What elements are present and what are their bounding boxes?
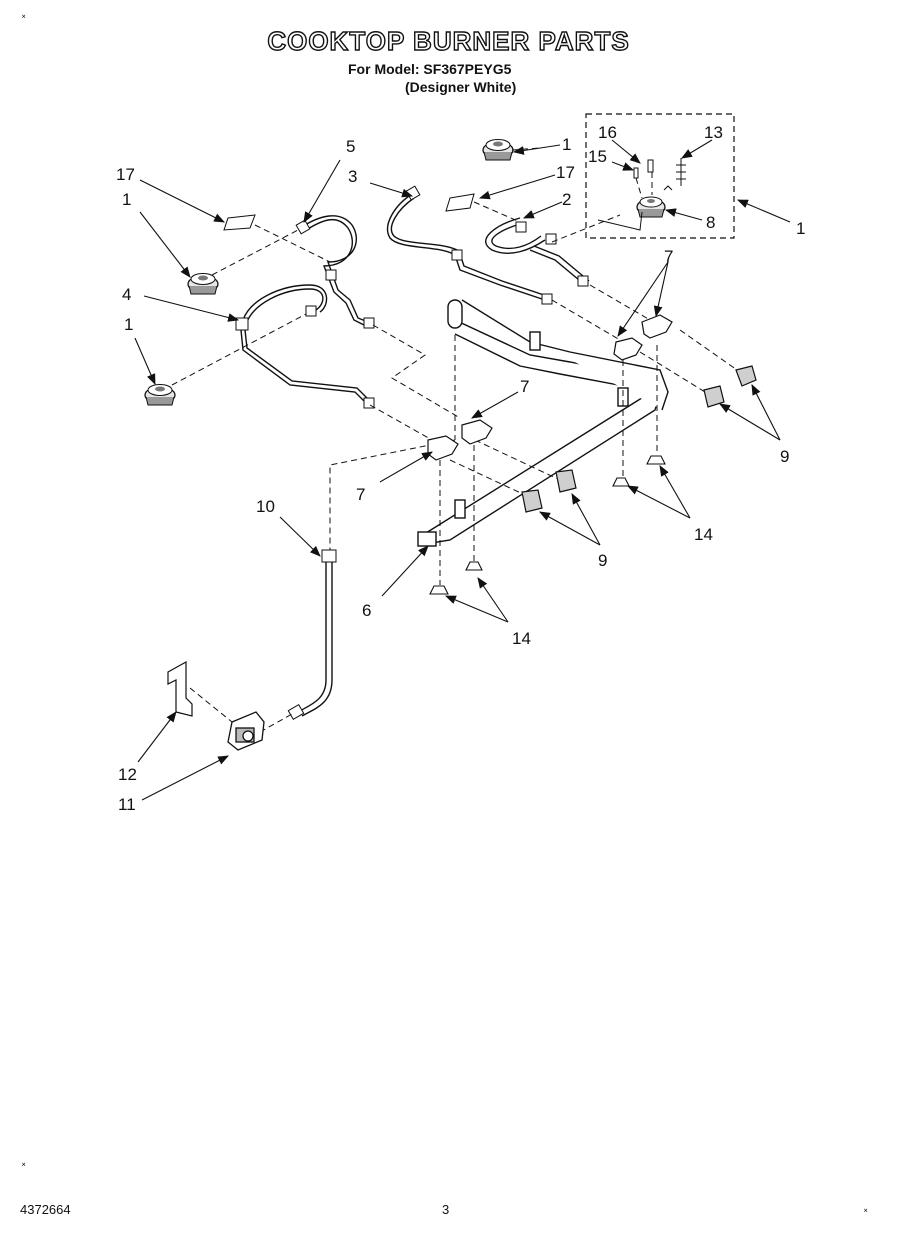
corner-mark: ˟ — [22, 1162, 26, 1173]
callout-12: 12 — [118, 765, 137, 784]
callout-7: 7 — [520, 377, 529, 396]
orifice-holders — [427, 314, 673, 461]
callout-17: 17 — [556, 163, 575, 182]
callout-9: 9 — [598, 551, 607, 570]
callout-11: 11 — [118, 795, 136, 814]
bracket-left — [223, 214, 256, 231]
callout-7: 7 — [664, 247, 673, 266]
callout-5: 5 — [346, 137, 355, 156]
callout-6: 6 — [362, 601, 371, 620]
callout-1: 1 — [796, 219, 805, 238]
callout-1: 1 — [122, 190, 131, 209]
model-line: For Model: SF367PEYG5 — [348, 61, 512, 77]
valves — [521, 365, 757, 513]
tube-fittings — [235, 185, 589, 721]
burner-head-left-lower — [144, 384, 176, 406]
page-number: 3 — [442, 1202, 450, 1217]
variant-line: (Designer White) — [405, 79, 517, 95]
callout-16: 16 — [598, 123, 617, 142]
callout-13: 13 — [704, 123, 723, 142]
callout-7: 7 — [356, 485, 365, 504]
callout-9: 9 — [780, 447, 789, 466]
callout-8: 8 — [706, 213, 715, 232]
callout-14: 14 — [512, 629, 531, 648]
page-title: COOKTOP BURNER PARTS — [267, 25, 630, 56]
callout-10: 10 — [256, 497, 275, 516]
callout-3: 3 — [348, 167, 357, 186]
burner-head-top — [482, 139, 514, 161]
burner-head-left-upper — [187, 273, 219, 295]
leader-arrows — [134, 139, 791, 801]
corner-mark: ˟ — [864, 1208, 868, 1219]
main-valve — [227, 711, 265, 751]
simmer-burner — [633, 158, 686, 218]
callout-1: 1 — [124, 315, 133, 334]
corner-mark: ˟ — [22, 14, 26, 25]
callout-2: 2 — [562, 190, 571, 209]
callout-4: 4 — [122, 285, 131, 304]
screws — [429, 455, 666, 595]
bracket-right — [445, 193, 475, 212]
callout-14: 14 — [694, 525, 713, 544]
callout-1: 1 — [562, 135, 571, 154]
dashed-leaders — [171, 147, 741, 733]
document-number: 4372664 — [20, 1202, 71, 1217]
callout-labels: 1 1 1 1 2 3 4 5 6 7 7 7 8 9 9 10 11 12 1… — [116, 123, 805, 814]
valve-bracket — [167, 660, 193, 717]
gas-tubes — [240, 193, 590, 717]
callout-15: 15 — [588, 147, 607, 166]
detail-box — [585, 113, 735, 239]
manifold-pipe — [417, 299, 669, 547]
callout-17: 17 — [116, 165, 135, 184]
